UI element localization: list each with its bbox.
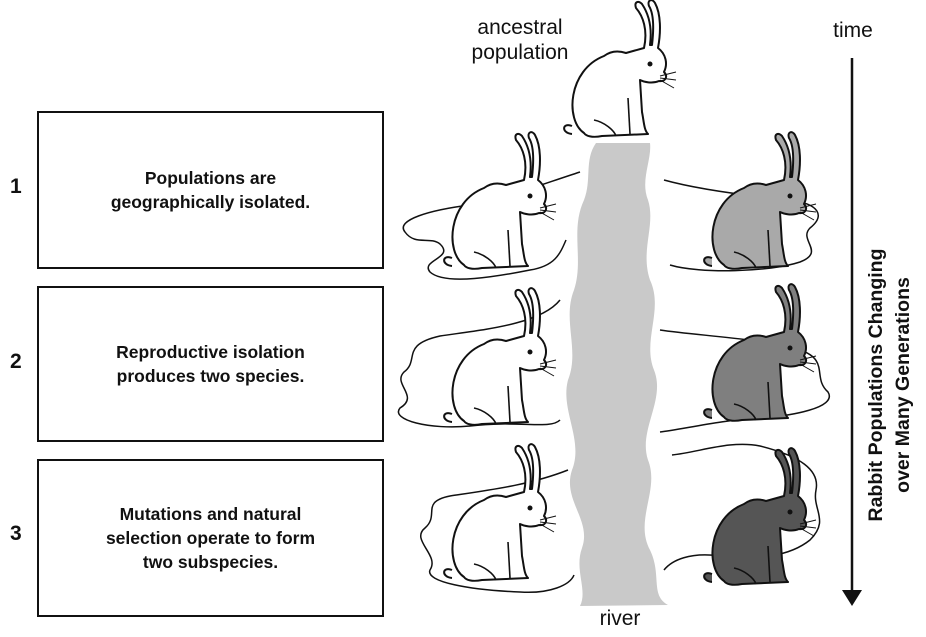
rabbit-right-1 [704, 132, 816, 269]
ancestral-rabbit [564, 0, 676, 137]
rabbit-left-1 [444, 132, 556, 269]
rabbit-right-2 [704, 284, 816, 421]
rabbit-right-3 [704, 448, 816, 585]
river [566, 143, 668, 606]
rabbit-left-2 [444, 288, 556, 425]
time-arrow [842, 58, 862, 606]
rabbit-left-3 [444, 444, 556, 581]
